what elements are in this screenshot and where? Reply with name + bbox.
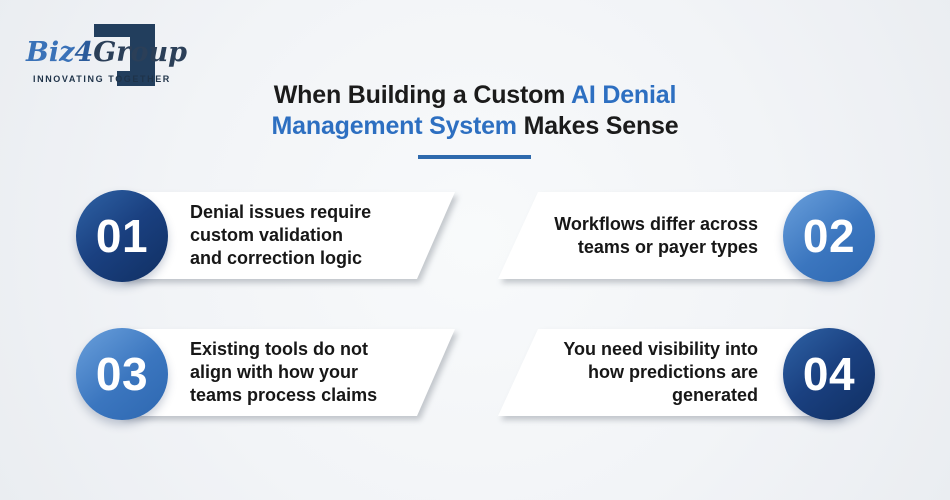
title-part-1: When Building a Custom — [273, 81, 566, 109]
title-line-1: When Building a Custom AI Denial — [0, 80, 950, 111]
item-01-text: Denial issues require custom validation … — [190, 202, 372, 268]
title-part-4: Makes Sense — [523, 112, 679, 140]
item-04-number: 04 — [802, 348, 856, 400]
title-part-2-accent: AI Denial — [571, 81, 677, 109]
brand-logo: Biz4Group INNOVATING TOGETHER — [22, 12, 187, 90]
item-04-number-badge: 04 — [783, 328, 875, 420]
title-underline — [418, 155, 531, 159]
logo-mark-icon — [117, 71, 130, 86]
brand-numeral: 4 — [74, 37, 94, 68]
title-line-2: Management System Makes Sense — [0, 111, 950, 142]
brand-tagline: INNOVATING TOGETHER — [33, 74, 171, 84]
item-02-text: Workflows differ across teams or payer t… — [554, 213, 758, 257]
title-part-3-accent: Management System — [271, 112, 517, 140]
item-04-text: You need visibility into how predictions… — [563, 339, 758, 405]
item-01-number-badge: 01 — [76, 190, 168, 282]
item-01-banner: Denial issues require custom validation … — [120, 192, 455, 279]
item-03-banner: Existing tools do not align with how you… — [120, 329, 455, 416]
brand-prefix: Biz — [26, 37, 75, 68]
item-03-number: 03 — [95, 348, 149, 400]
brand-suffix: Group — [93, 37, 188, 68]
page-title: When Building a Custom AI Denial Managem… — [0, 80, 950, 142]
item-01-number: 01 — [95, 210, 149, 262]
logo-mark-icon — [130, 24, 155, 86]
item-03-text: Existing tools do not align with how you… — [190, 339, 378, 405]
item-03-number-badge: 03 — [76, 328, 168, 420]
item-02-number: 02 — [802, 210, 856, 262]
item-02-number-badge: 02 — [783, 190, 875, 282]
brand-wordmark: Biz4Group — [26, 38, 187, 68]
